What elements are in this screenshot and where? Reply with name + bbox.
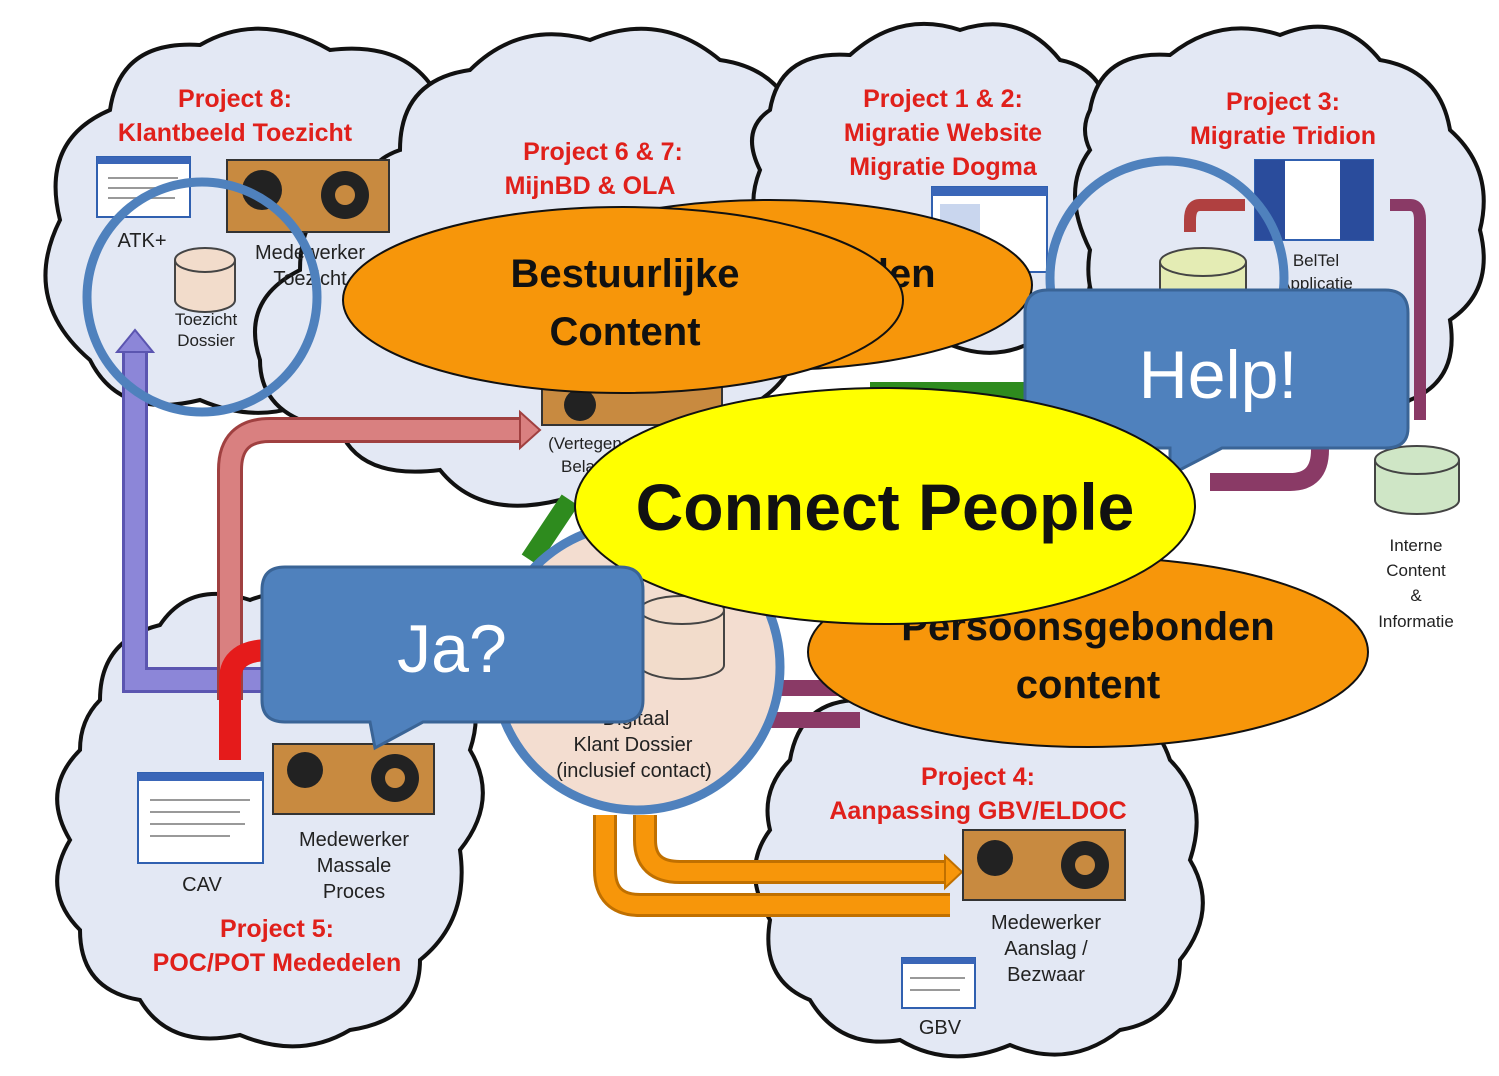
help-label: Help!: [1139, 337, 1298, 413]
project-4-group: Project 4: Aanpassing GBV/ELDOC Medewerk…: [829, 763, 1126, 1039]
connect-people-label: Connect People: [636, 470, 1135, 544]
medewerker-toezicht-label-2: Toezicht: [273, 268, 347, 290]
project-3-title: Project 3:: [1226, 88, 1340, 116]
internal-label-2: Content: [1386, 561, 1446, 580]
database-icon-klant: [639, 595, 725, 680]
project-12-subtitle-2: Migratie Dogma: [849, 153, 1038, 181]
project-4-title: Project 4:: [921, 763, 1035, 791]
highlight-ring-toezicht: [82, 177, 322, 417]
internal-label-1: Interne: [1390, 536, 1443, 555]
vertegen-label: (Vertegen: [548, 434, 622, 453]
employee-icon-aanslag: [962, 829, 1126, 901]
toezicht-dossier-label-1: Toezicht: [175, 310, 238, 329]
cav-label: CAV: [182, 874, 222, 896]
klant-dossier-label-2: Klant Dossier: [574, 734, 693, 756]
callout-ja: Ja?: [260, 565, 645, 751]
medewerker-massale-label-2: Massale: [317, 855, 391, 877]
medewerker-aanslag-label-2: Aanslag /: [1004, 938, 1088, 960]
ja-label: Ja?: [397, 611, 507, 687]
internal-label-4: Informatie: [1378, 612, 1454, 631]
persoonsgebonden-label-2: content: [1016, 663, 1160, 707]
project-67-title: Project 6 & 7:: [523, 138, 683, 166]
database-icon-toezicht: [174, 247, 236, 313]
project-8-title: Project 8:: [178, 85, 292, 113]
oval-bestuurlijke-content: Bestuurlijke Content: [342, 206, 904, 394]
document-thumbnail-gbv: [901, 957, 976, 1009]
oval-connect-people: Connect People: [574, 387, 1196, 625]
gbv-label: GBV: [919, 1017, 962, 1039]
database-icon-internal: [1374, 445, 1460, 515]
project-5-title: Project 5:: [220, 915, 334, 943]
employee-icon-massale: [272, 743, 435, 815]
bestuurlijke-label-1: Bestuurlijke: [511, 252, 740, 296]
arrow-pink-to-vertegen: [217, 409, 542, 700]
internal-content-group: Interne Content & Informatie: [1374, 445, 1460, 631]
medewerker-aanslag-label-3: Bezwaar: [1007, 964, 1085, 986]
document-thumbnail-cav: [137, 772, 264, 864]
project-12-subtitle-1: Migratie Website: [844, 119, 1042, 147]
project-12-title: Project 1 & 2:: [863, 85, 1023, 113]
arrow-purple-beltel: [1184, 199, 1426, 491]
project-8-subtitle: Klantbeeld Toezicht: [118, 119, 353, 147]
bela-label: Bela: [561, 457, 596, 476]
medewerker-massale-label-3: Proces: [323, 881, 385, 903]
internal-label-3: &: [1410, 586, 1422, 605]
project-5-subtitle: POC/POT Mededelen: [153, 949, 402, 977]
klant-dossier-label-3: (inclusief contact): [556, 760, 712, 782]
bestuurlijke-label-2: Content: [549, 310, 700, 354]
arrow-orange-to-gbv: [593, 815, 964, 917]
medewerker-aanslag-label-1: Medewerker: [991, 912, 1101, 934]
applicatie-label: Applicatie: [1279, 274, 1353, 293]
project-5-group: CAV Medewerker Massale Proces Project 5:…: [137, 743, 435, 977]
toezicht-dossier-label-2: Dossier: [177, 331, 235, 350]
beltel-label: BelTel: [1293, 251, 1339, 270]
project-67-subtitle: MijnBD & OLA: [505, 172, 676, 200]
project-3-subtitle: Migratie Tridion: [1190, 122, 1376, 150]
atk-label: ATK+: [117, 230, 166, 252]
project-4-subtitle: Aanpassing GBV/ELDOC: [829, 797, 1126, 825]
medewerker-massale-label-1: Medewerker: [299, 829, 409, 851]
